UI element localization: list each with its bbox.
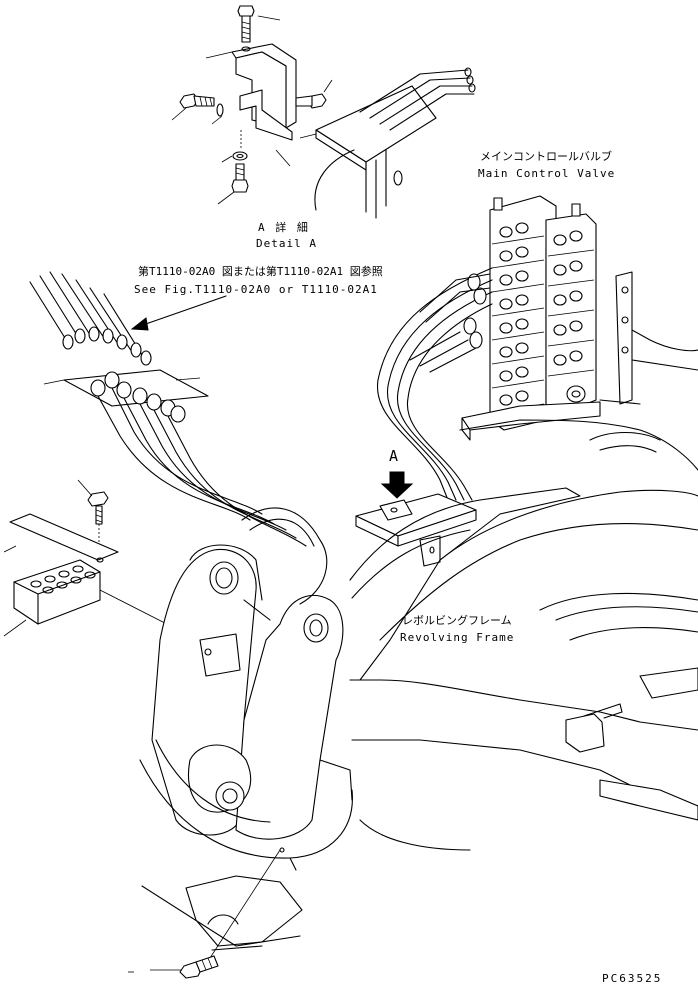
frame-jp-label: レボルビングフレーム <box>402 614 512 627</box>
bottom-cover <box>128 847 303 979</box>
drawing-number: PC63525 <box>602 972 663 985</box>
arrow-a-letter: A <box>389 447 400 465</box>
see-fig-jp-label: 第T1110-02A0 図または第T1110-02A1 図参照 <box>138 265 383 278</box>
bolt-left <box>171 93 224 125</box>
valve-hoses <box>377 267 493 501</box>
detail-plate-hoses <box>299 67 476 219</box>
detail-a-group <box>171 5 476 219</box>
frame-en-label: Revolving Frame <box>400 631 515 644</box>
detail-a-en-label: Detail A <box>256 237 317 250</box>
valve-spools <box>499 222 586 406</box>
left-plate <box>3 513 119 563</box>
main-valve-jp-label: メインコントロールバルブ <box>480 150 612 163</box>
swing-bracket <box>139 507 353 871</box>
valve-section-lines <box>491 235 595 413</box>
revolving-frame <box>349 329 698 851</box>
arrow-a <box>380 471 414 499</box>
main-control-valve <box>461 195 633 441</box>
bolt-bottom <box>217 130 291 205</box>
connector-block <box>3 559 211 647</box>
upper-hose-bundle <box>29 271 227 366</box>
left-bolt <box>77 479 109 560</box>
bracket <box>205 43 297 141</box>
bolt-right <box>295 79 333 109</box>
lower-hose-bundle <box>43 369 307 547</box>
main-valve-en-label: Main Control Valve <box>478 167 616 180</box>
detail-a-jp-label: A 詳 細 <box>258 221 310 234</box>
see-fig-en-label: See Fig.T1110-02A0 or T1110-02A1 <box>134 283 378 296</box>
bolt-top <box>237 5 281 43</box>
